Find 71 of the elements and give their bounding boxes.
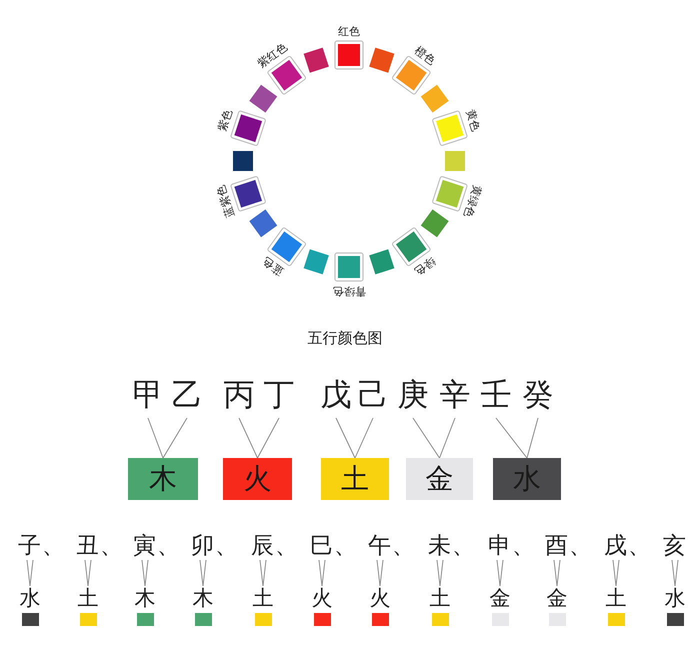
color-name-label: 蓝色 bbox=[260, 254, 286, 278]
connector-line bbox=[376, 560, 384, 586]
stem-character: 丁 bbox=[261, 376, 297, 414]
color-name-label: 黄色 bbox=[463, 108, 482, 134]
connector-line bbox=[148, 418, 164, 458]
connector-line bbox=[526, 418, 538, 458]
stem-character: 己 bbox=[355, 376, 391, 414]
caption: 五行颜色图 bbox=[306, 328, 384, 348]
color-name-label: 橙色 bbox=[412, 44, 438, 68]
element-character: 土 bbox=[252, 586, 274, 610]
branch-character: 申、 bbox=[488, 532, 536, 560]
stem-character: 壬 bbox=[478, 376, 514, 414]
branch-character: 未、 bbox=[428, 532, 476, 560]
color-name-label: 绿色 bbox=[412, 254, 438, 278]
connector-line bbox=[412, 418, 440, 458]
connector-line bbox=[336, 418, 356, 458]
connector-line bbox=[162, 418, 188, 458]
color-name-label: 紫红色 bbox=[255, 40, 290, 71]
stem-character: 癸 bbox=[520, 376, 556, 414]
color-name-label: 蓝紫色 bbox=[214, 183, 237, 219]
element-box: 土 bbox=[321, 458, 389, 500]
element-character: 土 bbox=[604, 586, 628, 610]
branch-character: 巳、 bbox=[310, 532, 358, 560]
element-character: 火 bbox=[310, 586, 334, 610]
connector-line bbox=[496, 418, 528, 458]
element-character: 金 bbox=[546, 586, 568, 610]
connector-line bbox=[84, 560, 92, 586]
element-character: 木 bbox=[134, 586, 156, 610]
connector-line bbox=[439, 418, 456, 458]
stem-character: 乙 bbox=[169, 376, 205, 414]
connector-line bbox=[26, 560, 34, 586]
connector-line bbox=[200, 560, 206, 586]
branch-character: 戌、 bbox=[604, 532, 652, 560]
branch-character: 亥 bbox=[663, 532, 687, 560]
connector-line bbox=[554, 560, 560, 586]
element-character: 土 bbox=[428, 586, 452, 610]
element-box: 火 bbox=[223, 458, 292, 500]
element-box: 金 bbox=[406, 458, 473, 500]
connector-line bbox=[612, 560, 620, 586]
element-character: 土 bbox=[76, 586, 100, 610]
connector-line bbox=[257, 418, 280, 458]
stem-character: 甲 bbox=[130, 376, 166, 414]
connector-line bbox=[238, 418, 258, 458]
color-name-label: 青绿色 bbox=[332, 284, 366, 298]
color-name-label: 黄绿色 bbox=[461, 183, 484, 219]
connector-line bbox=[142, 560, 148, 586]
element-character: 火 bbox=[368, 586, 392, 610]
connector-line bbox=[672, 560, 678, 586]
element-character: 木 bbox=[192, 586, 214, 610]
element-box: 木 bbox=[128, 458, 198, 500]
connector-line bbox=[318, 560, 326, 586]
connector-line bbox=[354, 418, 374, 458]
stem-character: 辛 bbox=[437, 376, 473, 414]
stem-character: 戊 bbox=[318, 376, 354, 414]
branch-character: 子、 bbox=[18, 532, 66, 560]
stem-character: 庚 bbox=[395, 376, 431, 414]
branch-character: 寅、 bbox=[133, 532, 181, 560]
connector-line bbox=[436, 560, 444, 586]
element-character: 水 bbox=[664, 586, 686, 610]
connector-line bbox=[496, 560, 504, 586]
color-name-label: 紫色 bbox=[216, 108, 235, 134]
branch-character: 午、 bbox=[368, 532, 416, 560]
stem-character: 丙 bbox=[221, 376, 257, 414]
branch-character: 酉、 bbox=[545, 532, 593, 560]
branch-character: 丑、 bbox=[76, 532, 124, 560]
connector-line bbox=[260, 560, 266, 586]
element-character: 水 bbox=[18, 586, 42, 610]
branch-character: 卯、 bbox=[191, 532, 239, 560]
element-character: 金 bbox=[488, 586, 512, 610]
color-name-label: 红色 bbox=[338, 24, 360, 38]
branch-character: 辰、 bbox=[251, 532, 299, 560]
